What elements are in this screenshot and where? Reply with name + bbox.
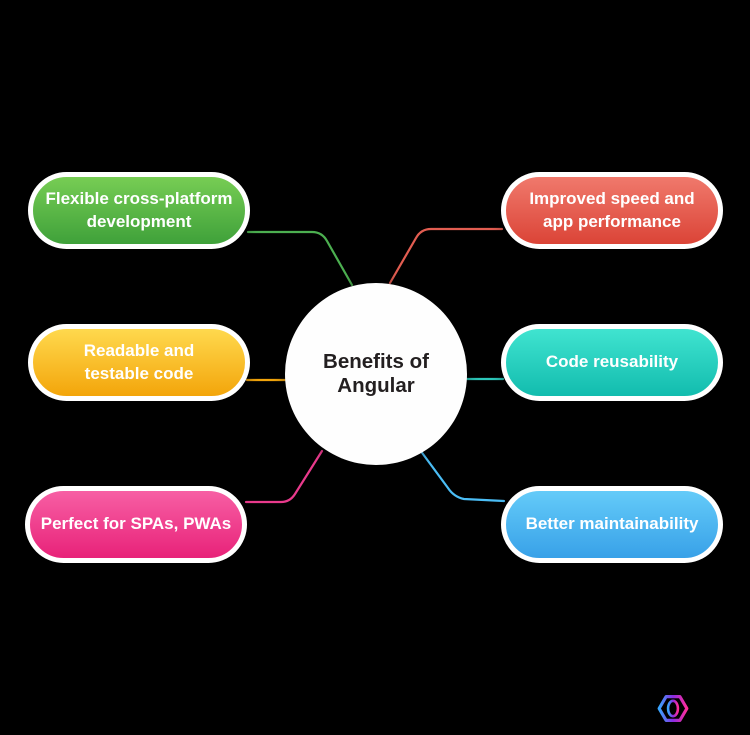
connector-perfect-for-spas-pwas — [244, 449, 324, 504]
benefit-pill-label: Perfect for SPAs, PWAs — [40, 514, 232, 534]
center-node-benefits-of-angular: Benefits of Angular — [285, 283, 467, 465]
connector-better-maintainability — [418, 448, 506, 503]
benefit-pill-label: Flexible cross-platform development — [45, 189, 233, 231]
benefit-pill-code-reusability: Code reusability — [501, 324, 723, 401]
connector-improved-speed — [388, 227, 504, 285]
benefit-pill-label: Improved speed and app performance — [529, 189, 695, 231]
benefit-pill-better-maintainability: Better maintainability — [501, 486, 723, 563]
connector-flexible-cross-platform — [246, 230, 354, 287]
benefit-pill-readable-testable-code: Readable and testable code — [28, 324, 250, 401]
benefit-pill-label: Readable and testable code — [83, 341, 195, 383]
benefit-pill-label: Better maintainability — [525, 514, 699, 534]
hexagon-code-logo-icon — [657, 695, 689, 722]
benefit-pill-label: Code reusability — [545, 352, 679, 372]
center-node-title: Benefits of Angular — [323, 350, 429, 397]
benefit-pill-improved-speed: Improved speed and app performance — [501, 172, 723, 249]
benefit-pill-flexible-cross-platform: Flexible cross-platform development — [28, 172, 250, 249]
benefit-pill-perfect-for-spas-pwas: Perfect for SPAs, PWAs — [25, 486, 247, 563]
